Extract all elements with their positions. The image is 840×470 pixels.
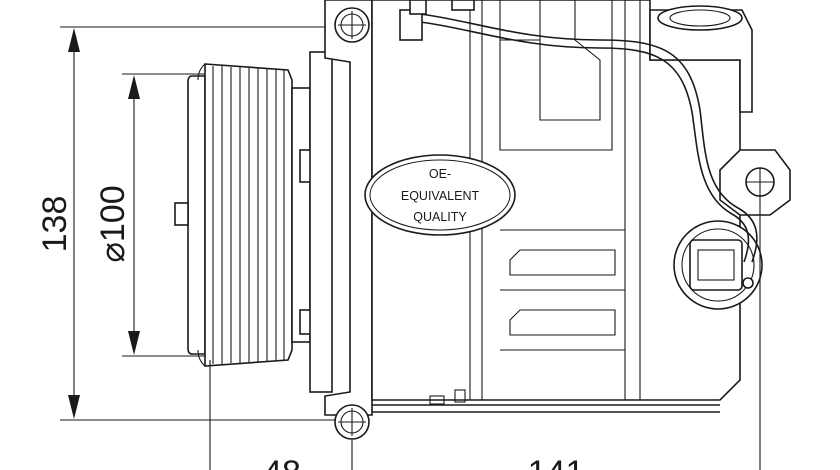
- bottom-dimensions: 48 141: [209, 196, 761, 470]
- height-dimension-label: 138: [36, 196, 74, 253]
- pulley-diameter-dimension: ⌀100: [94, 73, 205, 357]
- mounting-bolt-top: [334, 7, 370, 43]
- badge-line-2: EQUIVALENT: [401, 189, 480, 203]
- front-housing: [291, 0, 373, 416]
- wire-harness: [399, 0, 758, 263]
- pulley-diameter-label: ⌀100: [94, 185, 132, 262]
- oe-quality-badge: OE- EQUIVALENT QUALITY: [364, 154, 516, 236]
- compressor-body: [371, 0, 741, 413]
- mounting-bolt-bottom: [334, 404, 370, 440]
- rear-head: [649, 5, 791, 310]
- badge-line-3: QUALITY: [413, 210, 467, 224]
- badge-line-1: OE-: [429, 167, 451, 181]
- pulley-depth-label: 48: [263, 454, 301, 470]
- body-length-label: 141: [528, 454, 585, 470]
- height-dimension: 138: [36, 26, 345, 421]
- pulley: [174, 63, 293, 367]
